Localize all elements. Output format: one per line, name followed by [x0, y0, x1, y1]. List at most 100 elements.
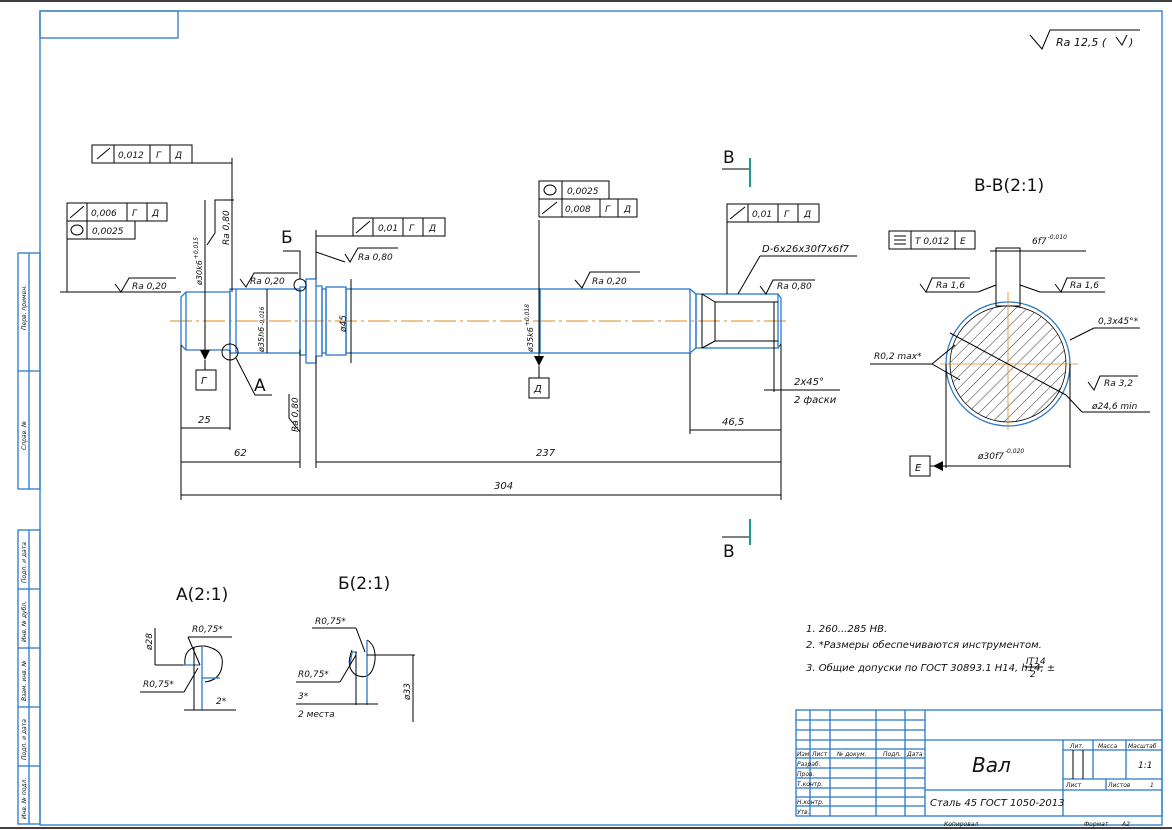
runout-arrow-icon	[541, 201, 558, 215]
gdt-frame-6: 0,008 Г Д	[538, 198, 638, 218]
dim-237: 237	[536, 448, 556, 459]
roughness-symbols: Ra 0,20 Ra 0,80 Ra 0,20 Ra 0,80 Ra 0,20 …	[114, 199, 815, 433]
general-roughness-label: Ra 12,5 (	[1056, 36, 1107, 49]
tb-sheets-value: 1	[1150, 782, 1154, 789]
datum-letter: Г	[201, 376, 208, 387]
tb-lit-label: Лит.	[1069, 743, 1084, 750]
side-stamp-label: Инв. № дубл.	[21, 601, 28, 642]
detail-a-title: А(2:1)	[176, 585, 228, 605]
gdt-datum: Е	[960, 237, 966, 247]
gdt-value: 0,012	[118, 151, 144, 161]
gdt-datum: Г	[605, 205, 611, 215]
dim-62: 62	[234, 448, 247, 459]
gdt-value: 0,006	[91, 209, 117, 219]
tb-mass-label: Масса	[1098, 743, 1117, 750]
gdt-frame-5: 0,0025	[538, 180, 610, 200]
side-stamp: Перв. примен. Справ. № Подп. и дата Инв.…	[17, 252, 41, 825]
gdt-datum: Д	[623, 205, 631, 215]
format-label: Формат	[1084, 821, 1109, 828]
detail-b-label: Б	[281, 228, 293, 248]
tb-row-label: Т.контр.	[797, 781, 823, 788]
top-left-stamp	[39, 10, 179, 39]
note-item: 3. Общие допуски по ГОСТ 30893.1 H14, h1…	[806, 662, 1055, 674]
tb-row-label: Утв.	[797, 809, 810, 816]
general-roughness-suffix: )	[1128, 36, 1133, 49]
datum-letter: Е	[915, 463, 922, 474]
detail-b-radius-bot: R0,75*	[298, 670, 329, 680]
tb-row-label: Н.контр.	[797, 799, 824, 806]
general-roughness: Ra 12,5 ( )	[1029, 29, 1140, 50]
gdt-value: T 0,012	[915, 237, 949, 247]
tb-header: Изм.	[797, 751, 811, 758]
gdt-frame-4: 0,01 Г Д	[315, 217, 446, 279]
gdt-datum: Д	[803, 210, 811, 220]
roughness-label: Ra 1,6	[1070, 281, 1099, 291]
part-title: Вал	[972, 753, 1011, 777]
detail-b-view: ø33 R0,75* R0,75* 3* 2 места	[296, 617, 415, 722]
runout-arrow-icon	[96, 147, 111, 160]
tb-header: Дата	[906, 751, 923, 758]
section-dmin: ø24,6 min	[1091, 402, 1138, 412]
runout-arrow-icon	[69, 205, 85, 219]
datum-letter: Д	[533, 384, 542, 395]
datum-g: Г	[195, 350, 217, 391]
section-mark-bottom: В	[722, 519, 751, 562]
detail-a-radius-bot: R0,75*	[143, 680, 174, 690]
detail-b-width: 3*	[298, 692, 309, 702]
dim-d45: ø45	[339, 315, 349, 333]
section-letter: В	[723, 148, 735, 168]
title-block: Изм. Лист № докум. Подп. Дата Разраб. Пр…	[795, 709, 1163, 828]
side-stamp-label: Инв. № подл.	[21, 778, 28, 819]
dim-25: 25	[198, 415, 211, 426]
gdt-value: 0,008	[565, 205, 591, 215]
section-dout: ø30f7-0,020	[977, 448, 1024, 462]
gdt-value: 0,0025	[567, 187, 599, 197]
section-mark-top: В	[722, 148, 751, 187]
technical-notes: 1. 260...285 HB. 2. *Размеры обеспечиваю…	[806, 624, 1055, 680]
tb-header: № докум.	[836, 751, 867, 758]
detail-a-marker	[221, 343, 239, 361]
section-width: 6f7-0,010	[1032, 234, 1067, 247]
runout-arrow-icon	[729, 206, 746, 220]
dim-d35h6: ø35h6-0,016	[257, 306, 266, 353]
detail-b-radius-top: R0,75*	[315, 617, 346, 627]
tb-scale-label: Масштаб	[1128, 743, 1157, 750]
dim-d35k6: ø35k6+0,018	[524, 304, 535, 353]
side-stamp-label: Справ. №	[21, 421, 28, 450]
roughness-label: Ra 0,20	[132, 282, 167, 292]
section-radius: R0,2 max*	[874, 352, 922, 362]
dimension-lines: 25 62 237 304 46,5 2x45° 2 фаски ø30k6+0…	[180, 200, 840, 500]
tb-header: Лист	[811, 751, 828, 758]
side-stamp-label: Взам. инв. №	[21, 660, 28, 701]
gdt-frame-2: 0,006 Г Д	[66, 202, 168, 222]
note-fraction-den: 2	[1030, 670, 1036, 680]
gdt-datum: Д	[151, 209, 159, 219]
note-fraction-num: IT14	[1026, 657, 1046, 667]
gdt-datum: Д	[174, 151, 182, 161]
detail-b-count: 2 места	[298, 710, 335, 720]
detail-a-view: ø28 R0,75* R0,75* 2*	[140, 625, 236, 711]
tb-sheet-label: Лист	[1065, 782, 1082, 789]
tb-header: Подп.	[883, 751, 901, 758]
part-material: Сталь 45 ГОСТ 1050-2013	[930, 798, 1065, 809]
gdt-frame-7: 0,01 Г Д	[726, 203, 820, 294]
roughness-label: Ra 0,80	[358, 253, 393, 263]
shaft-main-view	[170, 278, 790, 364]
note-item: 1. 260...285 HB.	[806, 624, 887, 635]
tb-sheets-label: Листов	[1107, 782, 1131, 789]
cylindricity-icon	[70, 224, 84, 236]
side-stamp-label: Перв. примен.	[21, 285, 28, 330]
detail-a-dia: ø28	[145, 633, 155, 651]
tb-row-label: Пров.	[797, 771, 815, 778]
chamfer-count-label: 2 фаски	[794, 395, 837, 406]
roughness-label: Ra 0,20	[250, 277, 285, 287]
format-value: А2	[1121, 821, 1130, 828]
roughness-label: Ra 1,6	[936, 281, 965, 291]
detail-a-label: А	[254, 376, 266, 396]
detail-b-title: Б(2:1)	[338, 574, 390, 594]
side-stamp-label: Подп. и дата	[21, 542, 28, 583]
detail-a-width: 2*	[216, 697, 227, 707]
gdt-frame-8	[888, 230, 976, 250]
gdt-datum: Г	[784, 210, 790, 220]
